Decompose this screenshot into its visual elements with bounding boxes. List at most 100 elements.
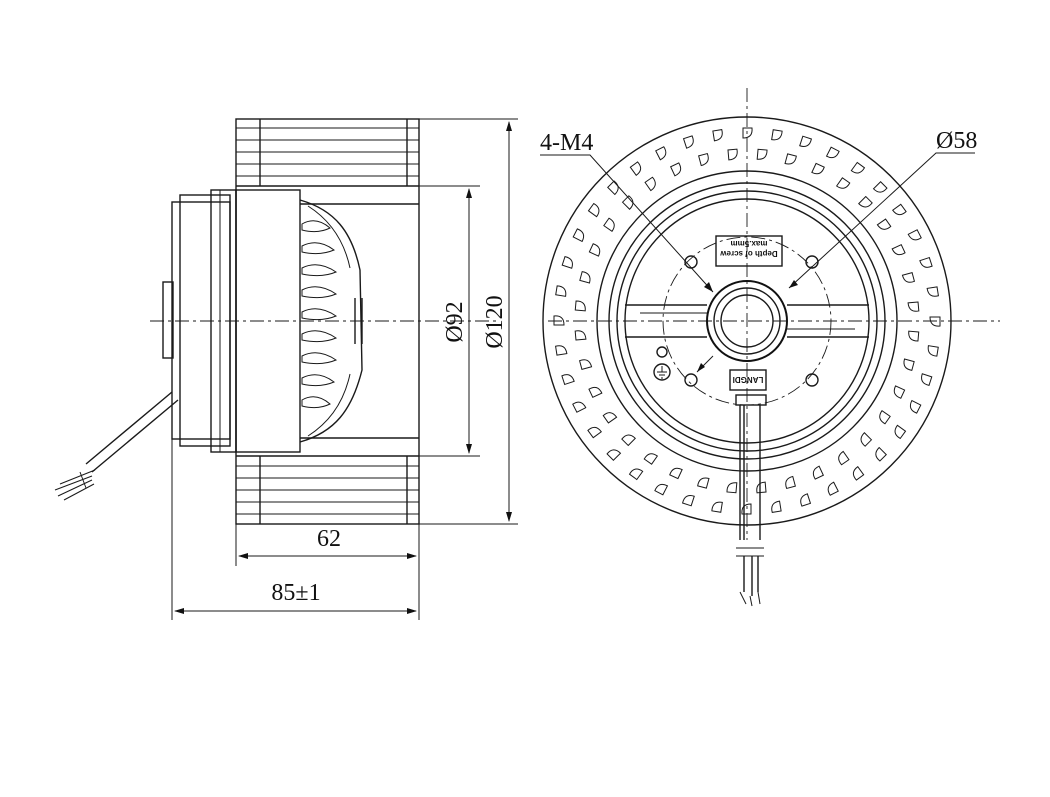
blade-slot	[561, 256, 573, 269]
blade-slot	[712, 129, 723, 142]
blade-slot	[756, 481, 767, 494]
impeller-fins-top	[236, 119, 419, 187]
blade-slot	[876, 218, 892, 230]
blade-slot	[800, 493, 812, 507]
blade-slot	[891, 243, 906, 256]
blade-slot	[727, 148, 738, 161]
side-view: Ø92 Ø120 62 85±1	[54, 118, 518, 620]
blade-slot	[929, 316, 941, 327]
leader-4m4-label: 4-M4	[540, 130, 593, 156]
blade-slot	[578, 359, 593, 370]
screw-hole-bottom-right	[805, 373, 819, 387]
blade-slot	[742, 127, 753, 139]
dim-92: Ø92	[419, 185, 480, 457]
blade-slot	[858, 195, 873, 208]
blade-slot	[799, 135, 812, 147]
blade-slot	[835, 177, 851, 189]
dim-85: 85±1	[171, 439, 420, 620]
blade-slot	[579, 271, 591, 284]
blade-slot	[669, 162, 682, 177]
leader-58-label: Ø58	[936, 128, 977, 154]
rotor-cone	[299, 199, 363, 443]
blade-slot	[711, 501, 723, 513]
blade-slot	[628, 468, 644, 481]
screw-depth-line1: Depth of screw	[720, 249, 778, 258]
impeller-blade-slots	[553, 127, 941, 515]
blade-slot	[629, 161, 642, 176]
blade-slot	[682, 495, 695, 507]
blade-slot	[669, 467, 683, 480]
blade-slot	[606, 449, 622, 461]
blade-slot	[561, 374, 575, 386]
dim-62-label: 62	[317, 526, 341, 552]
dim-85-label: 85±1	[271, 580, 320, 606]
screw-hole-bottom-left	[684, 373, 698, 387]
blade-slot	[588, 386, 603, 399]
blade-slot	[603, 217, 615, 233]
hub-inner	[713, 287, 781, 355]
impeller-outer-circle	[542, 116, 952, 526]
inlet-ring	[608, 182, 886, 460]
blade-slot	[926, 286, 939, 297]
impeller-outline	[235, 118, 420, 525]
blade-slot	[697, 477, 710, 489]
blade-slot	[588, 243, 601, 257]
blade-slot	[771, 500, 782, 513]
blade-slot	[655, 146, 667, 161]
blade-slot	[621, 195, 634, 210]
blade-slot	[879, 409, 891, 425]
blade-slot	[919, 256, 933, 268]
ground-symbol-icon	[653, 363, 671, 381]
blade-slot	[607, 180, 619, 196]
blade-slot	[907, 229, 922, 241]
impeller-fins-bottom	[236, 455, 419, 524]
side-cable	[54, 391, 179, 501]
motor-flange-outer	[616, 190, 878, 452]
blade-slot	[654, 483, 669, 496]
blade-slot	[756, 148, 768, 160]
dim-62: 62	[235, 524, 420, 566]
blade-slot	[875, 446, 887, 462]
blade-slot	[903, 358, 915, 371]
blade-slot	[850, 161, 866, 174]
blade-slot	[812, 465, 825, 480]
front-view: Depth of screw max.5mm LANGDI	[540, 88, 1000, 607]
front-cable	[735, 394, 767, 607]
blade-slot	[553, 315, 565, 326]
leader-58: Ø58	[696, 128, 977, 373]
blade-slot	[872, 181, 888, 193]
blade-slot	[894, 424, 907, 440]
blade-slot	[785, 475, 796, 490]
blade-slot	[602, 412, 618, 424]
blade-slot	[572, 228, 585, 243]
blade-slot	[921, 373, 933, 386]
blade-slot	[860, 432, 873, 447]
blade-slot	[893, 385, 906, 399]
blade-slot	[726, 482, 738, 494]
screw-depth-label-plate: Depth of screw max.5mm	[715, 235, 783, 267]
blade-slot	[555, 345, 568, 356]
blade-slot	[909, 399, 922, 414]
hub-outer	[706, 280, 788, 362]
blade-slot	[852, 466, 865, 481]
screw-depth-line2: max.5mm	[731, 239, 768, 248]
blade-slot	[908, 330, 920, 342]
blade-slot	[907, 301, 920, 312]
blade-slot	[572, 401, 587, 413]
leader-4m4: 4-M4	[540, 130, 714, 293]
blade-slot	[574, 330, 587, 341]
blade-slot	[827, 481, 839, 496]
blade-slot	[574, 300, 586, 312]
hub-core	[720, 294, 774, 348]
motor-housing	[162, 189, 301, 453]
blade-slot	[892, 203, 907, 216]
blade-slot	[901, 272, 916, 283]
rotor-cooling-slots	[301, 220, 338, 409]
blade-slot	[741, 503, 752, 515]
dim-120: Ø120	[419, 118, 518, 525]
blade-slot	[771, 129, 783, 141]
motor-flange-inner	[624, 198, 870, 444]
blade-slot	[587, 202, 600, 218]
blade-slot	[643, 453, 659, 465]
